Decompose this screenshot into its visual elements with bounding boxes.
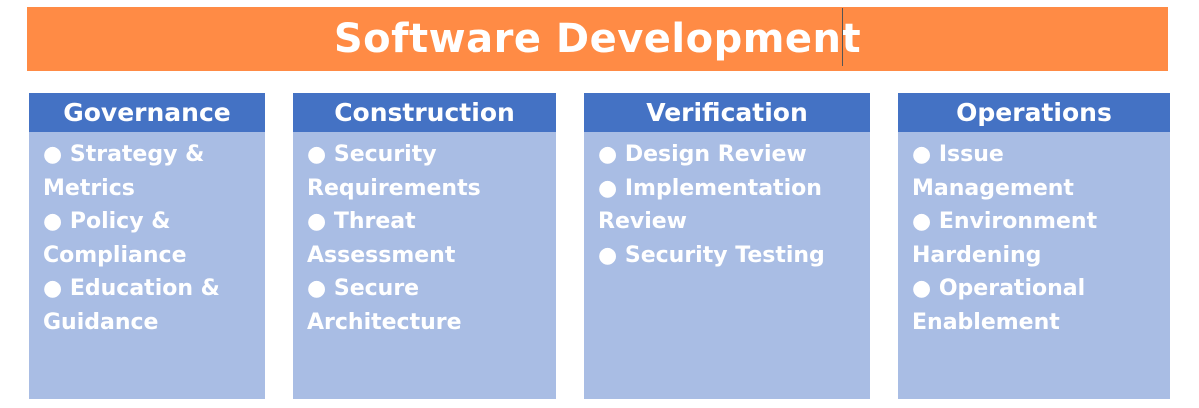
column-item-list: Design Review Implementation Review Secu… — [584, 132, 870, 272]
column-heading: Operations — [898, 93, 1170, 132]
column-item: Strategy & Metrics — [43, 138, 253, 205]
text-cursor — [842, 8, 843, 66]
title-banner: Software Development — [27, 7, 1168, 71]
column-item: Issue Management — [912, 138, 1158, 205]
column-heading: Verification — [584, 93, 870, 132]
column-item: Policy & Compliance — [43, 205, 253, 272]
column-item: Implementation Review — [598, 172, 858, 239]
column-item: Security Requirements — [307, 138, 544, 205]
column-governance: Governance Strategy & Metrics Policy & C… — [29, 93, 265, 399]
column-operations: Operations Issue Management Environment … — [898, 93, 1170, 399]
column-item: Security Testing — [598, 239, 858, 273]
column-item: Threat Assessment — [307, 205, 544, 272]
column-item-list: Strategy & Metrics Policy & Compliance E… — [29, 132, 265, 339]
column-item-list: Issue Management Environment Hardening O… — [898, 132, 1170, 339]
column-item: Secure Architecture — [307, 272, 544, 339]
column-item: Environment Hardening — [912, 205, 1158, 272]
column-item-list: Security Requirements Threat Assessment … — [293, 132, 556, 339]
column-heading: Governance — [29, 93, 265, 132]
column-heading: Construction — [293, 93, 556, 132]
column-construction: Construction Security Requirements Threa… — [293, 93, 556, 399]
column-item: Operational Enablement — [912, 272, 1158, 339]
diagram-title: Software Development — [333, 16, 862, 62]
column-verification: Verification Design Review Implementatio… — [584, 93, 870, 399]
column-item: Education & Guidance — [43, 272, 253, 339]
column-item: Design Review — [598, 138, 858, 172]
